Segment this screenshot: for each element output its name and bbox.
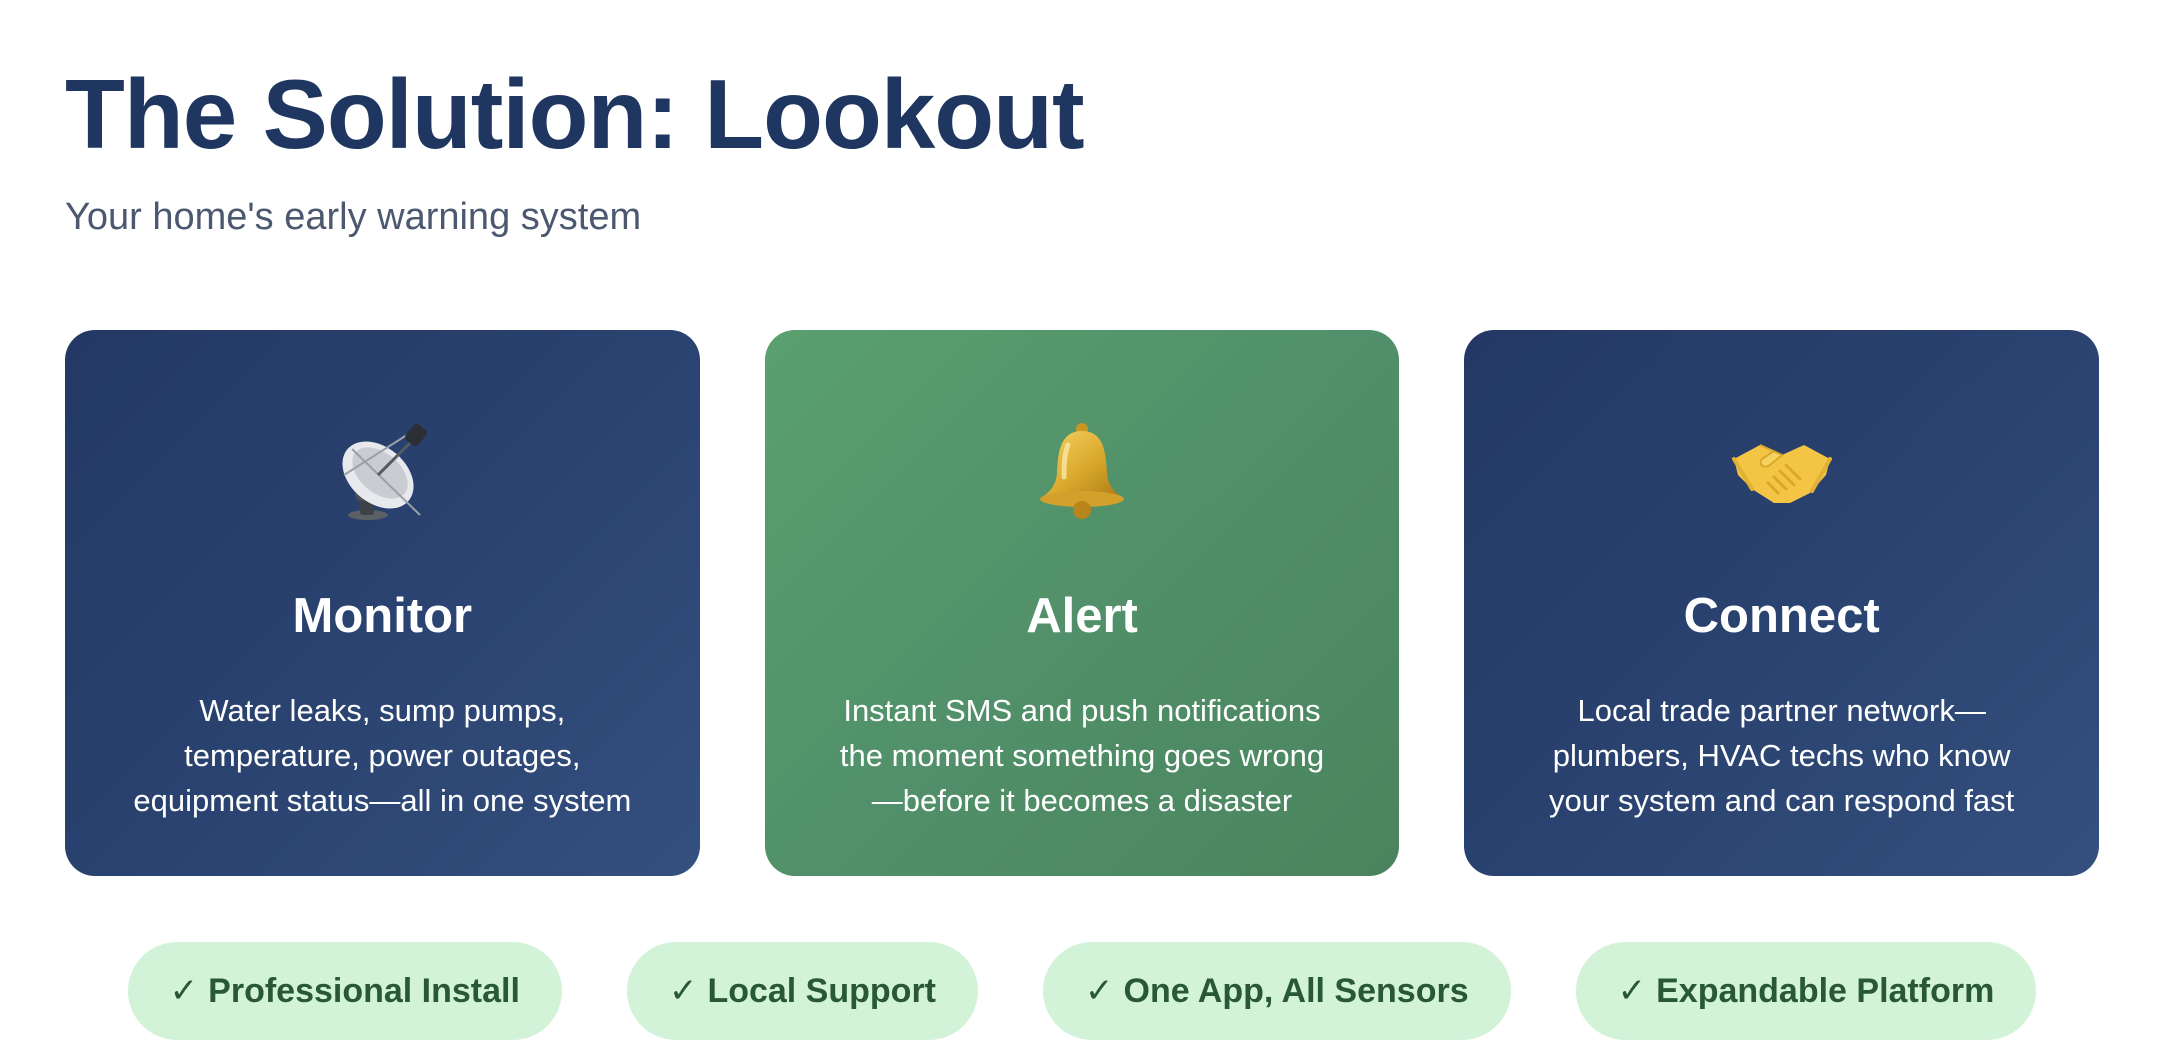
check-icon: ✓: [169, 972, 199, 1010]
card-description-connect: Local trade partner network— plumbers, H…: [1549, 693, 2015, 818]
card-description-alert: Instant SMS and push notifications the m…: [839, 693, 1325, 818]
card-title-connect: Connect: [1683, 589, 1880, 643]
check-icon: ✓: [668, 972, 698, 1010]
pill-label: Expandable Platform: [1656, 971, 1995, 1010]
card-alert: Alert Instant SMS and push notifications…: [764, 330, 1400, 876]
card-monitor: Monitor Water leaks, sump pumps, tempera…: [65, 330, 700, 876]
pill-label: One App, All Sensors: [1123, 971, 1469, 1010]
page-subtitle: Your home's early warning system: [65, 196, 642, 238]
check-icon: ✓: [1085, 972, 1114, 1010]
card-title-alert: Alert: [1026, 589, 1138, 643]
card-description-monitor: Water leaks, sump pumps, temperature, po…: [133, 693, 632, 818]
card-connect: Connect Local trade partner network— plu…: [1464, 330, 2100, 876]
pill-label: Professional Install: [208, 971, 520, 1010]
pill-label: Local Support: [707, 971, 936, 1010]
pill-one-app-all-sensors: ✓ One App, All Sensors: [1043, 942, 1511, 1040]
pill-local-support: ✓ Local Support: [626, 942, 978, 1040]
pill-professional-install: ✓ Professional Install: [127, 942, 562, 1040]
feature-cards: Monitor Water leaks, sump pumps, tempera…: [65, 330, 2100, 876]
feature-pills: ✓ Professional Install ✓ Local Support ✓…: [65, 942, 2099, 1040]
pill-expandable-platform: ✓ Expandable Platform: [1575, 942, 2037, 1040]
satellite-dish-icon: [327, 416, 437, 526]
handshake-icon: [1727, 416, 1837, 526]
bell-icon: [1027, 416, 1137, 526]
page-title: The Solution: Lookout: [65, 59, 1085, 169]
card-title-monitor: Monitor: [292, 589, 473, 643]
check-icon: ✓: [1617, 972, 1647, 1010]
